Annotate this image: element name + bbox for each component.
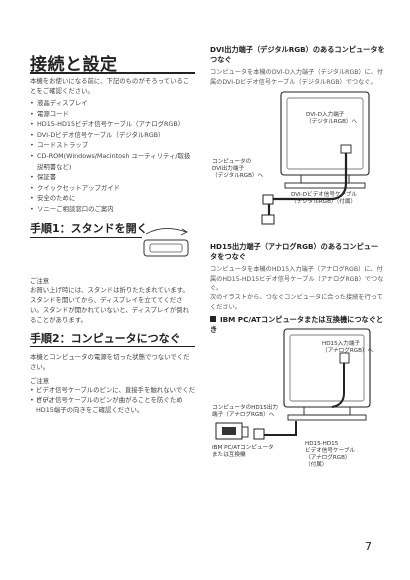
step2-note-text: ビデオ信号ケーブルのピンに、直接手を触れないでください。	[36, 386, 195, 404]
step1-note: お買い上げ時には、スタンドは折りたたまれています。スタンドを開いてから、ディスプ…	[30, 286, 189, 324]
hd15-computer-name: IBM PC/ATコンピュータ または互換機	[212, 445, 274, 458]
dvi-input-label: DVI-D入力端子 （デジタルRGB）へ	[306, 112, 358, 125]
stand-illustration	[143, 228, 189, 257]
hd15-subheading-text: IBM PC/ATコンピュータまたは互換機につなぐとき	[210, 315, 384, 334]
step1-rule	[30, 237, 142, 238]
dvi-computer-label: コンピュータの DVI出力端子 （デジタルRGB）へ	[212, 159, 264, 179]
checklist: 液晶ディスプレイ 電源コード HD15-HD15ビデオ信号ケーブル（アナログRG…	[30, 98, 195, 215]
checklist-item: クイックセットアップガイド	[30, 183, 195, 194]
title-rule	[30, 72, 195, 74]
step1-heading: 手順1：スタンドを開く	[30, 222, 148, 235]
step2-note-title: ご注意	[30, 377, 50, 385]
step2-note-item: • ビデオ信号ケーブルのピンに、直接手を触れないでください。	[30, 385, 195, 405]
checklist-item: DVI-Dビデオ信号ケーブル（デジタルRGB）	[30, 130, 195, 141]
hd15-body2: 次のイラストから、つなぐコンピュータに合った接続を行ってください。	[210, 294, 383, 311]
checklist-item: 液晶ディスプレイ	[30, 98, 195, 109]
step2-rule	[30, 346, 195, 347]
checklist-item: 安全のために	[30, 193, 195, 204]
hd15-heading: HD15出力端子（アナログRGB）のあるコンピュータをつなぐ	[210, 242, 379, 261]
checklist-item: 電源コード	[30, 109, 195, 120]
dvi-heading: DVI出力端子（デジタルRGB）のあるコンピュータをつなぐ	[210, 45, 385, 64]
intro-text: 本機をお使いになる前に、下記のものがそろっていることをご確認ください。	[30, 77, 190, 95]
step2-body: 本機とコンピュータの電源を切った状態でつないでください。	[30, 353, 190, 371]
checklist-item: 保証書	[30, 172, 195, 183]
dvi-connection-diagram	[261, 91, 370, 225]
dvi-body: コンピュータを本機のDVI-D入力端子（デジタルRGB）に、付属のDVI-Dビデ…	[210, 69, 384, 86]
step2-note-item: • ビデオ信号ケーブルのピンが曲がることを防ぐため HD15端子の向きをご確認く…	[30, 395, 195, 415]
hd15-computer-label: コンピュータのHD15出力 端子（アナログRGB）へ	[212, 405, 278, 418]
hd15-input-label: HD15入力端子 （アナログRGB）へ	[322, 341, 374, 354]
hd15-connection-diagram	[215, 328, 371, 440]
square-bullet-icon	[210, 316, 216, 322]
bullet-icon: •	[30, 396, 34, 404]
hd15-subheading: IBM PC/ATコンピュータまたは互換機につなぐとき	[210, 315, 385, 335]
step2-heading: 手順2：コンピュータにつなぐ	[30, 332, 181, 345]
hd15-cable-label: HD15-HD15 ビデオ信号ケーブル （アナログRGB） （付属）	[305, 441, 356, 468]
dvi-cable-label: DVI-Dビデオ信号ケーブル （デジタルRGB）（付属）	[291, 192, 358, 205]
step2-note-text: ビデオ信号ケーブルのピンが曲がることを防ぐため HD15端子の向きをご確認くださ…	[36, 396, 183, 414]
checklist-item: HD15-HD15ビデオ信号ケーブル（アナログRGB）	[30, 119, 195, 130]
hd15-body: コンピュータを本機のHD15入力端子（アナログRGB）に、付属のHD15-HD1…	[210, 266, 384, 292]
checklist-item: ソニーご相談窓口のご案内	[30, 204, 195, 215]
page-title: 接続と設定	[30, 55, 118, 75]
checklist-item: コードストラップ	[30, 140, 195, 151]
page-number: 7	[365, 540, 372, 553]
step1-note-title: ご注意	[30, 277, 50, 285]
checklist-item: CD-ROM(Windows/Macintosh ユーティリティ/取扱説明書など…	[30, 151, 195, 172]
bullet-icon: •	[30, 386, 34, 394]
